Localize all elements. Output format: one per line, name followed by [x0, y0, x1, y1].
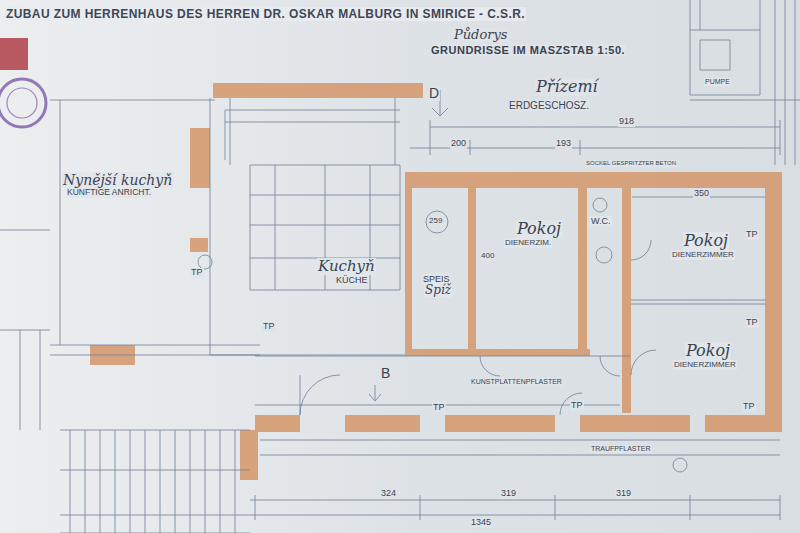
- plan-label: TP: [432, 403, 446, 413]
- plan-label: 319: [500, 489, 517, 499]
- room-name: Pokoj: [516, 220, 562, 238]
- plan-label: TP: [745, 318, 759, 328]
- callout-circle: [673, 458, 687, 472]
- room-name: Pokoj: [685, 342, 731, 360]
- room-label-group: Nynější kuchyňKÜNFTIGE ANRICHT.: [62, 172, 173, 198]
- room-caption: KÜNFTIGE ANRICHT.: [66, 188, 152, 198]
- plan-label: TP: [262, 322, 276, 332]
- room-name: Kuchyň: [317, 258, 376, 275]
- wall-fill: [90, 83, 782, 480]
- room-area: SPEISSpíž: [412, 188, 468, 349]
- plan-label: B: [380, 366, 391, 381]
- plan-label: TP: [742, 402, 756, 412]
- room-label-group: PUMPE: [704, 78, 731, 86]
- room-caption: DIENERZIM.: [504, 238, 552, 247]
- room-caption: SPEIS: [422, 274, 451, 284]
- room-area: W.C.: [587, 188, 622, 268]
- room-label-group: PokojDIENERZIM.: [504, 220, 562, 248]
- plan-label: 259: [428, 217, 443, 226]
- sheet-title: ZUBAU ZUM HERRENHAUS DES HERREN DR. OSKA…: [5, 7, 526, 21]
- office-stamp-inner: [7, 88, 37, 118]
- room-label-group: SPEISSpíž: [420, 274, 452, 298]
- plan-label: 324: [380, 489, 397, 499]
- plan-label: 200: [450, 139, 467, 149]
- room-area: PokojDIENERZIM.: [476, 188, 578, 349]
- plan-label: 193: [555, 139, 572, 149]
- plan-label: TP: [745, 230, 759, 240]
- callout-circle: [593, 198, 607, 212]
- room-name: Pokoj: [683, 232, 729, 250]
- plan-label: 400: [480, 252, 495, 261]
- room-area: KuchyňKÜCHE: [212, 98, 405, 355]
- room-label-group: KuchyňKÜCHE: [317, 258, 376, 286]
- room-label-group: PokojDIENERZIMMER: [673, 342, 737, 370]
- room-area: PUMPE: [690, 30, 760, 95]
- room-area: Nynější kuchyňKÜNFTIGE ANRICHT.: [50, 100, 190, 345]
- plan-label: 319: [615, 489, 632, 499]
- revenue-stamp: [0, 38, 28, 70]
- plan-label: KUNSTPLATTENPFLASTER: [470, 378, 563, 386]
- callout-circle: [426, 211, 448, 233]
- room-caption: PUMPE: [704, 78, 731, 86]
- room-caption: DIENERZIMMER: [673, 360, 737, 369]
- plan-label: 350: [693, 189, 710, 199]
- plan-label: TP: [570, 401, 584, 411]
- plan-label: Půdorys: [453, 28, 509, 42]
- room-label-group: PokojDIENERZIMMER: [671, 232, 735, 260]
- room-caption: DIENERZIMMER: [671, 250, 735, 259]
- room-name: Nynější kuchyň: [62, 172, 173, 188]
- plan-label: SOCKEL GESPRITZTER BETON: [585, 160, 677, 167]
- plan-label: TRAUFPFLASTER: [590, 445, 652, 453]
- plan-label: Přízemí: [535, 78, 599, 96]
- plan-label: TP: [190, 268, 204, 278]
- room-label-group: W.C.: [590, 216, 612, 226]
- office-stamp: [0, 79, 46, 127]
- room-area: PokojDIENERZIMMER: [631, 188, 765, 300]
- room-caption: KÜCHE: [335, 275, 369, 285]
- plan-label: 1345: [470, 518, 492, 528]
- callout-circle: [596, 247, 612, 263]
- plan-label: D: [428, 86, 440, 101]
- plan-label: GRUNDRISSE IM MASZSTAB 1:50.: [430, 44, 626, 56]
- plan-label: ERDGESCHOSZ.: [508, 100, 590, 111]
- room-caption: W.C.: [590, 216, 612, 226]
- plan-label: 918: [618, 117, 635, 127]
- callout-circle: [198, 255, 212, 269]
- room-name: Spíž: [424, 284, 452, 298]
